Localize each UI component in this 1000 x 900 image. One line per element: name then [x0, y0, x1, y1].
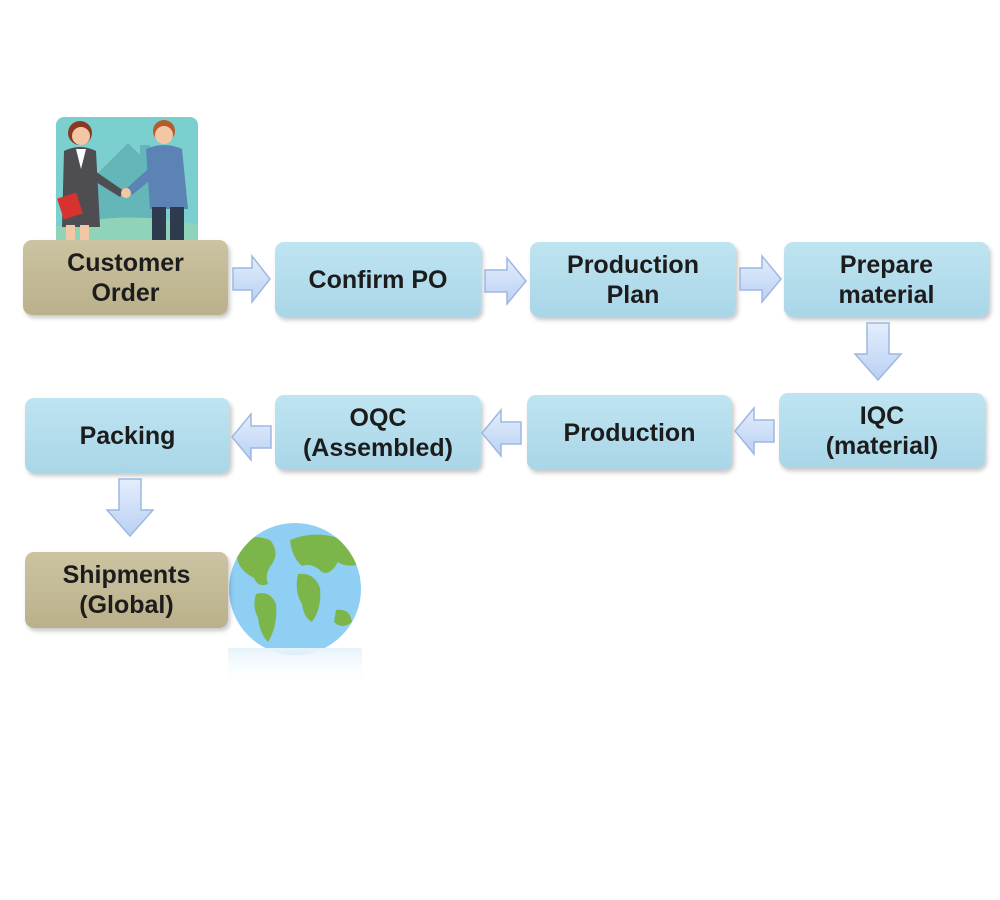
arrow-left-icon	[734, 406, 775, 456]
arrow-left-icon	[481, 408, 522, 458]
arrow-down-icon	[853, 322, 903, 382]
production-plan-node: Production Plan	[530, 242, 736, 317]
production-node: Production	[527, 395, 732, 470]
arrow-right-icon	[484, 256, 527, 306]
customer-order-node: Customer Order	[23, 240, 228, 315]
globe-icon	[228, 523, 362, 688]
arrow-right-icon	[232, 254, 271, 304]
arrow-down-icon	[105, 478, 155, 538]
prepare-material-node: Prepare material	[784, 242, 989, 317]
shipments-node: Shipments (Global)	[25, 552, 228, 628]
arrow-right-icon	[739, 254, 782, 304]
confirm-po-node: Confirm PO	[275, 242, 481, 317]
handshake-icon	[56, 117, 198, 245]
oqc-node: OQC (Assembled)	[275, 395, 481, 470]
packing-node: Packing	[25, 398, 230, 473]
arrow-left-icon	[231, 412, 272, 462]
iqc-node: IQC (material)	[779, 393, 985, 468]
